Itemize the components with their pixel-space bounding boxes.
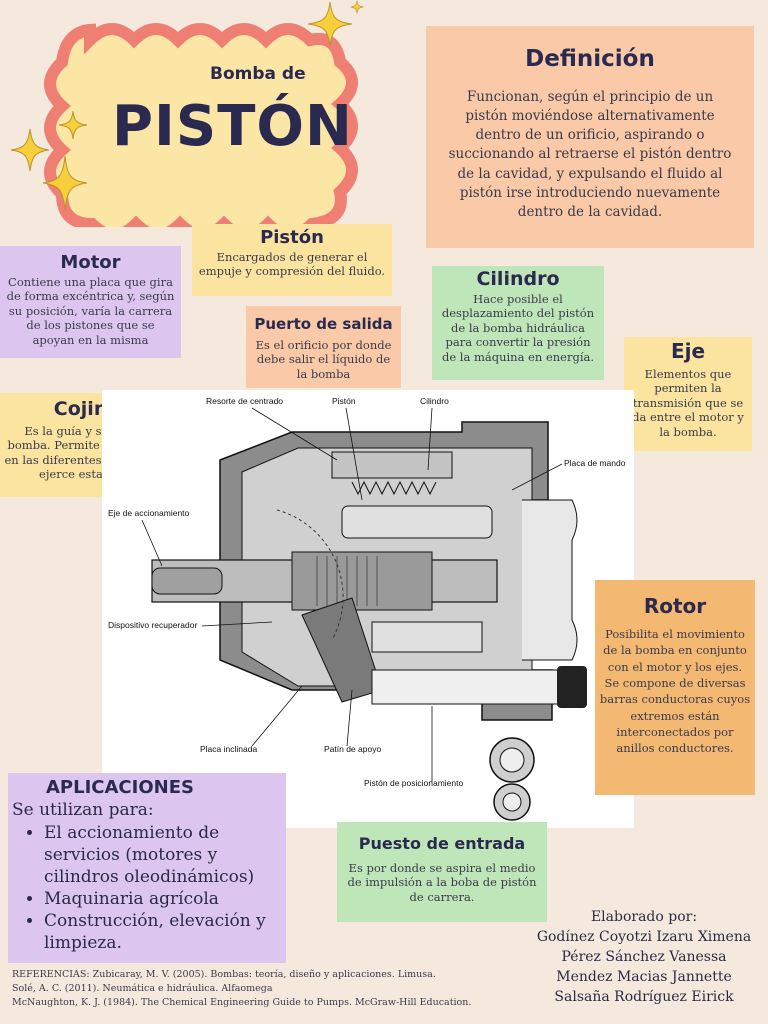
definition-text: Funcionan, según el principio de un pist… [448, 89, 732, 220]
motor-text: Contiene una placa que gira de forma exc… [6, 275, 175, 347]
shaft-heading: Eje [670, 339, 706, 363]
outlet-text: Es el orificio por donde debe salir el l… [255, 338, 392, 381]
sparkle-icon [42, 155, 88, 211]
reference-item: McNaughton, K. J. (1984). The Chemical E… [12, 996, 472, 1008]
credits-name: Salsaña Rodríguez Eirick [554, 988, 734, 1005]
inlet-text: Es por donde se aspira el medio de impul… [347, 861, 537, 904]
piston-text: Encargados de generar el empuje y compre… [198, 250, 386, 279]
definition-heading: Definición [525, 46, 655, 72]
label-eje-accionamiento: Eje de accionamiento [108, 508, 190, 518]
outlet-heading: Puerto de salida [254, 315, 393, 333]
applications-card: APLICACIONES Se utilizan para: El accion… [8, 773, 286, 963]
title-main: PISTÓN [112, 94, 353, 159]
shaft-card: Eje Elementos que permiten la transmisió… [624, 337, 752, 451]
list-item: Maquinaria agrícola [44, 888, 286, 910]
credits-name: Mendez Macias Jannette [556, 968, 732, 985]
sparkle-icon [10, 128, 50, 172]
piston-heading: Pistón [260, 227, 324, 248]
label-placa-mando: Placa de mando [564, 458, 626, 468]
list-item: Construcción, elevación y limpieza. [44, 910, 286, 954]
label-piston-posicionamiento: Pistón de posicionamiento [364, 778, 464, 788]
sparkle-icon [58, 110, 88, 140]
inlet-card: Puesto de entrada Es por donde se aspira… [337, 822, 547, 922]
motor-heading: Motor [60, 252, 121, 273]
credits-label: Elaborado por: [590, 909, 698, 925]
references: REFERENCIAS: Zubicaray, M. V. (2005). Bo… [12, 968, 532, 1009]
reference-item: REFERENCIAS: Zubicaray, M. V. (2005). Bo… [12, 969, 436, 980]
title-pre: Bomba de [210, 64, 306, 84]
piston-card: Pistón Encargados de generar el empuje y… [192, 224, 392, 296]
label-resorte: Resorte de centrado [206, 396, 284, 406]
label-cilindro: Cilindro [420, 396, 449, 406]
label-piston: Pistón [332, 396, 356, 406]
motor-card: Motor Contiene una placa que gira de for… [0, 246, 181, 358]
pump-cross-section [141, 407, 587, 821]
credits: Elaborado por: Godínez Coyotzi Izaru Xim… [520, 908, 768, 1007]
sparkle-icon [350, 0, 364, 14]
applications-intro: Se utilizan para: [12, 800, 154, 820]
outlet-card: Puerto de salida Es el orificio por dond… [246, 306, 401, 388]
sparkle-icon [307, 1, 353, 47]
cylinder-text: Hace posible el desplazamiento del pistó… [441, 292, 595, 364]
definition-card: Definición Funcionan, según el principio… [426, 26, 754, 248]
cylinder-heading: Cilindro [476, 268, 560, 290]
rotor-heading: Rotor [643, 594, 707, 618]
list-item: El accionamiento de servicios (motores y… [44, 822, 286, 888]
label-dispositivo: Dispositivo recuperador [108, 620, 198, 630]
credits-name: Godínez Coyotzi Izaru Ximena [536, 928, 752, 945]
rotor-card: Rotor Posibilita el movimiento de la bom… [595, 580, 755, 795]
inlet-heading: Puesto de entrada [358, 834, 526, 853]
credits-name: Pérez Sánchez Vanessa [561, 948, 727, 965]
applications-list: El accionamiento de servicios (motores y… [8, 822, 286, 955]
shaft-text: Elementos que permiten la transmisión qu… [632, 367, 744, 439]
rotor-text: Posibilita el movimiento de la bomba en … [599, 627, 751, 756]
label-placa-inclinada: Placa inclinada [200, 744, 258, 754]
label-patin: Patín de apoyo [324, 744, 382, 754]
applications-heading: APLICACIONES [46, 777, 194, 798]
reference-item: Solé, A. C. (2011). Neumática e hidráuli… [12, 982, 273, 994]
cylinder-card: Cilindro Hace posible el desplazamiento … [432, 266, 604, 380]
pump-diagram: Resorte de centrado Pistón Cilindro Plac… [102, 390, 634, 828]
